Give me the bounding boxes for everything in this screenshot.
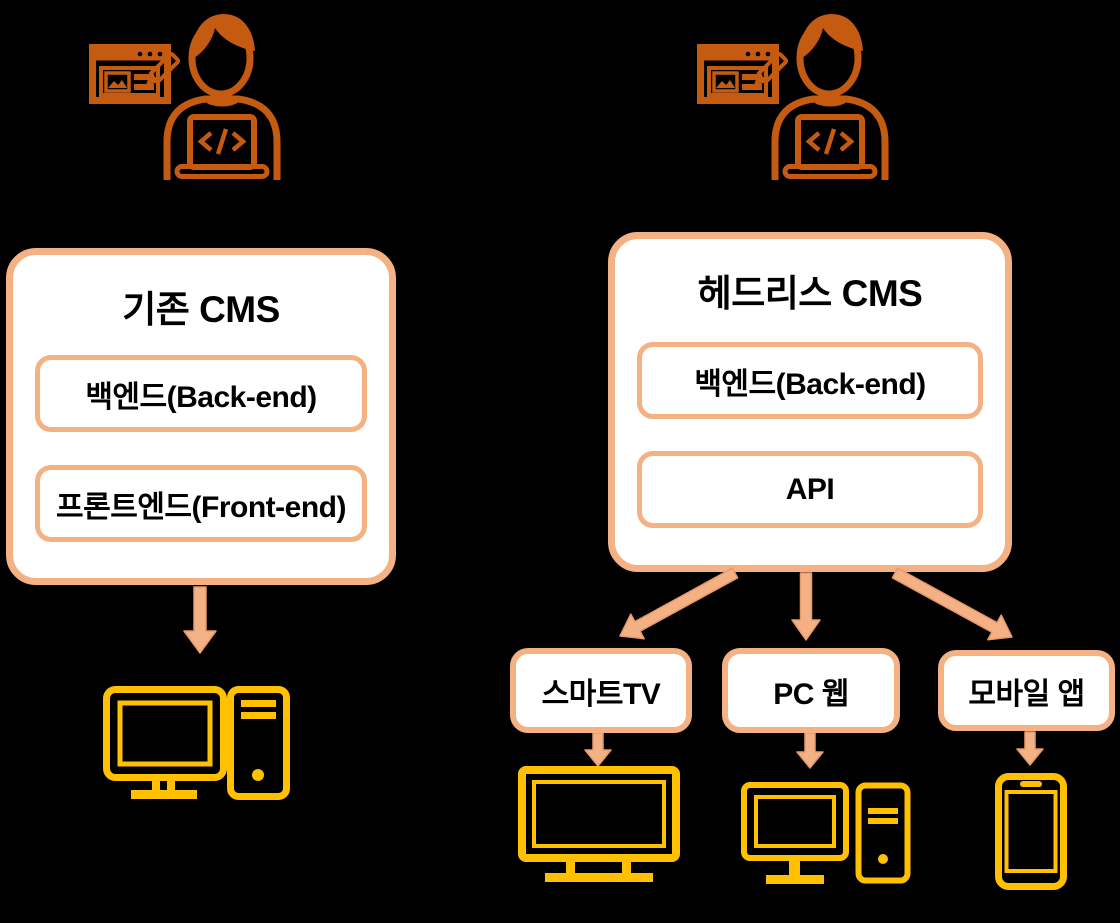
down-arrow-icon <box>584 732 612 767</box>
smartphone-icon <box>995 773 1067 890</box>
api-box: API <box>637 451 983 528</box>
frontend-box: 프론트엔드(Front-end) <box>35 465 367 542</box>
traditional-cms-box: 기존 CMS 백엔드(Back-end) 프론트엔드(Front-end) <box>6 248 396 585</box>
down-left-arrow-icon <box>619 567 739 640</box>
headless-cms-title: 헤드리스 CMS <box>697 273 923 314</box>
down-arrow-icon <box>796 732 824 769</box>
mobile-app-channel-box: 모바일 앱 <box>938 650 1115 731</box>
developer-content-editor-icon <box>89 14 281 180</box>
pc-web-channel-box: PC 웹 <box>722 648 900 733</box>
down-arrow-icon <box>183 586 217 654</box>
desktop-computer-icon <box>741 782 911 884</box>
desktop-computer-icon <box>103 686 290 800</box>
headless-cms-box: 헤드리스 CMS 백엔드(Back-end) API <box>608 232 1012 572</box>
down-arrow-icon <box>1016 731 1044 766</box>
smart-tv-channel-box: 스마트TV <box>510 648 692 733</box>
backend-box: 백엔드(Back-end) <box>637 342 983 419</box>
smart-tv-icon <box>518 766 680 882</box>
backend-box: 백엔드(Back-end) <box>35 355 367 432</box>
traditional-cms-title: 기존 CMS <box>122 289 280 330</box>
down-right-arrow-icon <box>891 567 1013 641</box>
developer-content-editor-icon <box>697 14 889 180</box>
down-arrow-icon <box>791 572 821 641</box>
